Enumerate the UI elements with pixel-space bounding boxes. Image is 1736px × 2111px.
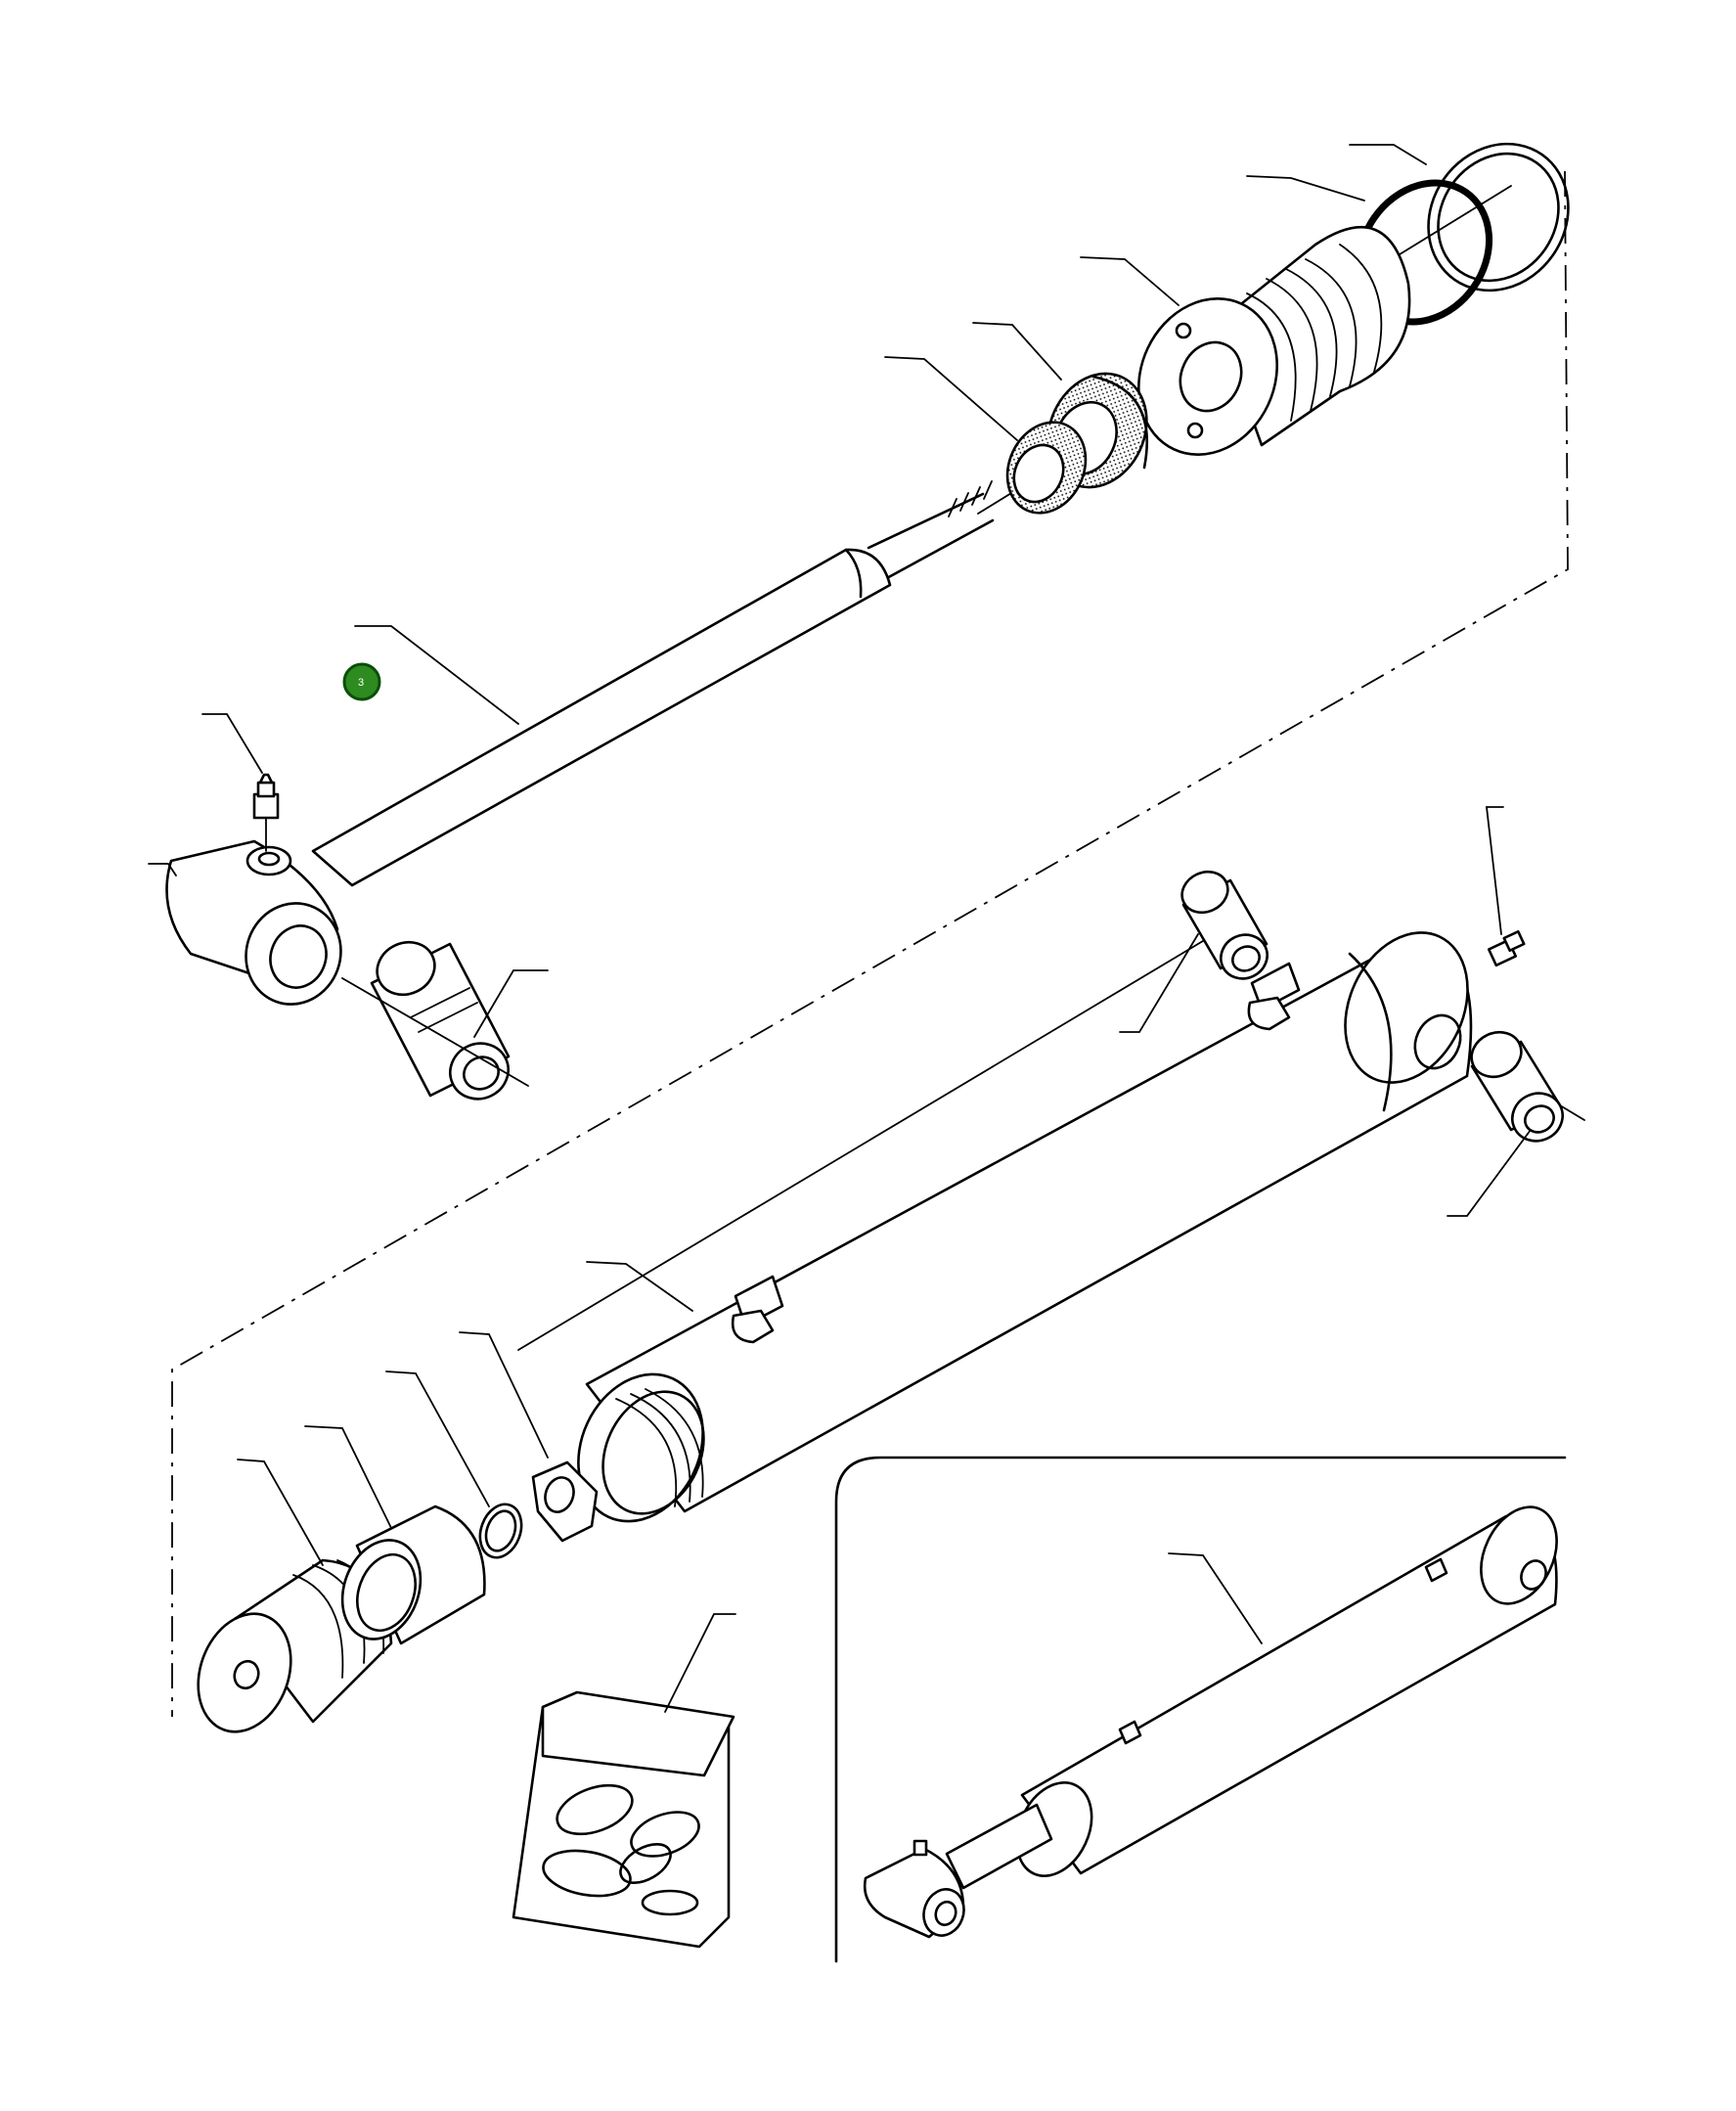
grease-nipple-icon bbox=[252, 773, 280, 852]
inset-frame bbox=[834, 1456, 1567, 1963]
rod-eye bbox=[165, 839, 342, 1006]
axis-line-lower bbox=[517, 928, 1224, 1351]
piston bbox=[1136, 225, 1411, 456]
hydraulic-cylinder-icon bbox=[863, 1505, 1558, 1939]
callout-badge-label[interactable]: 3 bbox=[358, 677, 364, 689]
barrel-bushing-top bbox=[1180, 870, 1269, 980]
barrel-bushing-side bbox=[1470, 1030, 1585, 1143]
port-elbow-rear bbox=[1247, 962, 1301, 1031]
piston-rod bbox=[311, 480, 995, 887]
leader-lines bbox=[148, 144, 1532, 1713]
piston-nut bbox=[531, 1460, 599, 1543]
callout-badge-circle[interactable] bbox=[342, 662, 381, 701]
cylinder-barrel bbox=[577, 931, 1473, 1523]
rod-eye-bushing bbox=[341, 940, 529, 1100]
rod-seal bbox=[1005, 421, 1088, 515]
barrel-grease-nipple bbox=[1487, 929, 1526, 967]
snap-ring bbox=[1427, 142, 1570, 292]
port-elbow-front bbox=[731, 1275, 784, 1344]
seal-kit-bag-icon bbox=[512, 1690, 735, 1949]
small-o-ring bbox=[478, 1503, 523, 1559]
assembly-boundary-line bbox=[171, 170, 1569, 1717]
callout-badge[interactable]: 3 bbox=[342, 662, 381, 701]
guide-ring bbox=[340, 1505, 486, 1645]
